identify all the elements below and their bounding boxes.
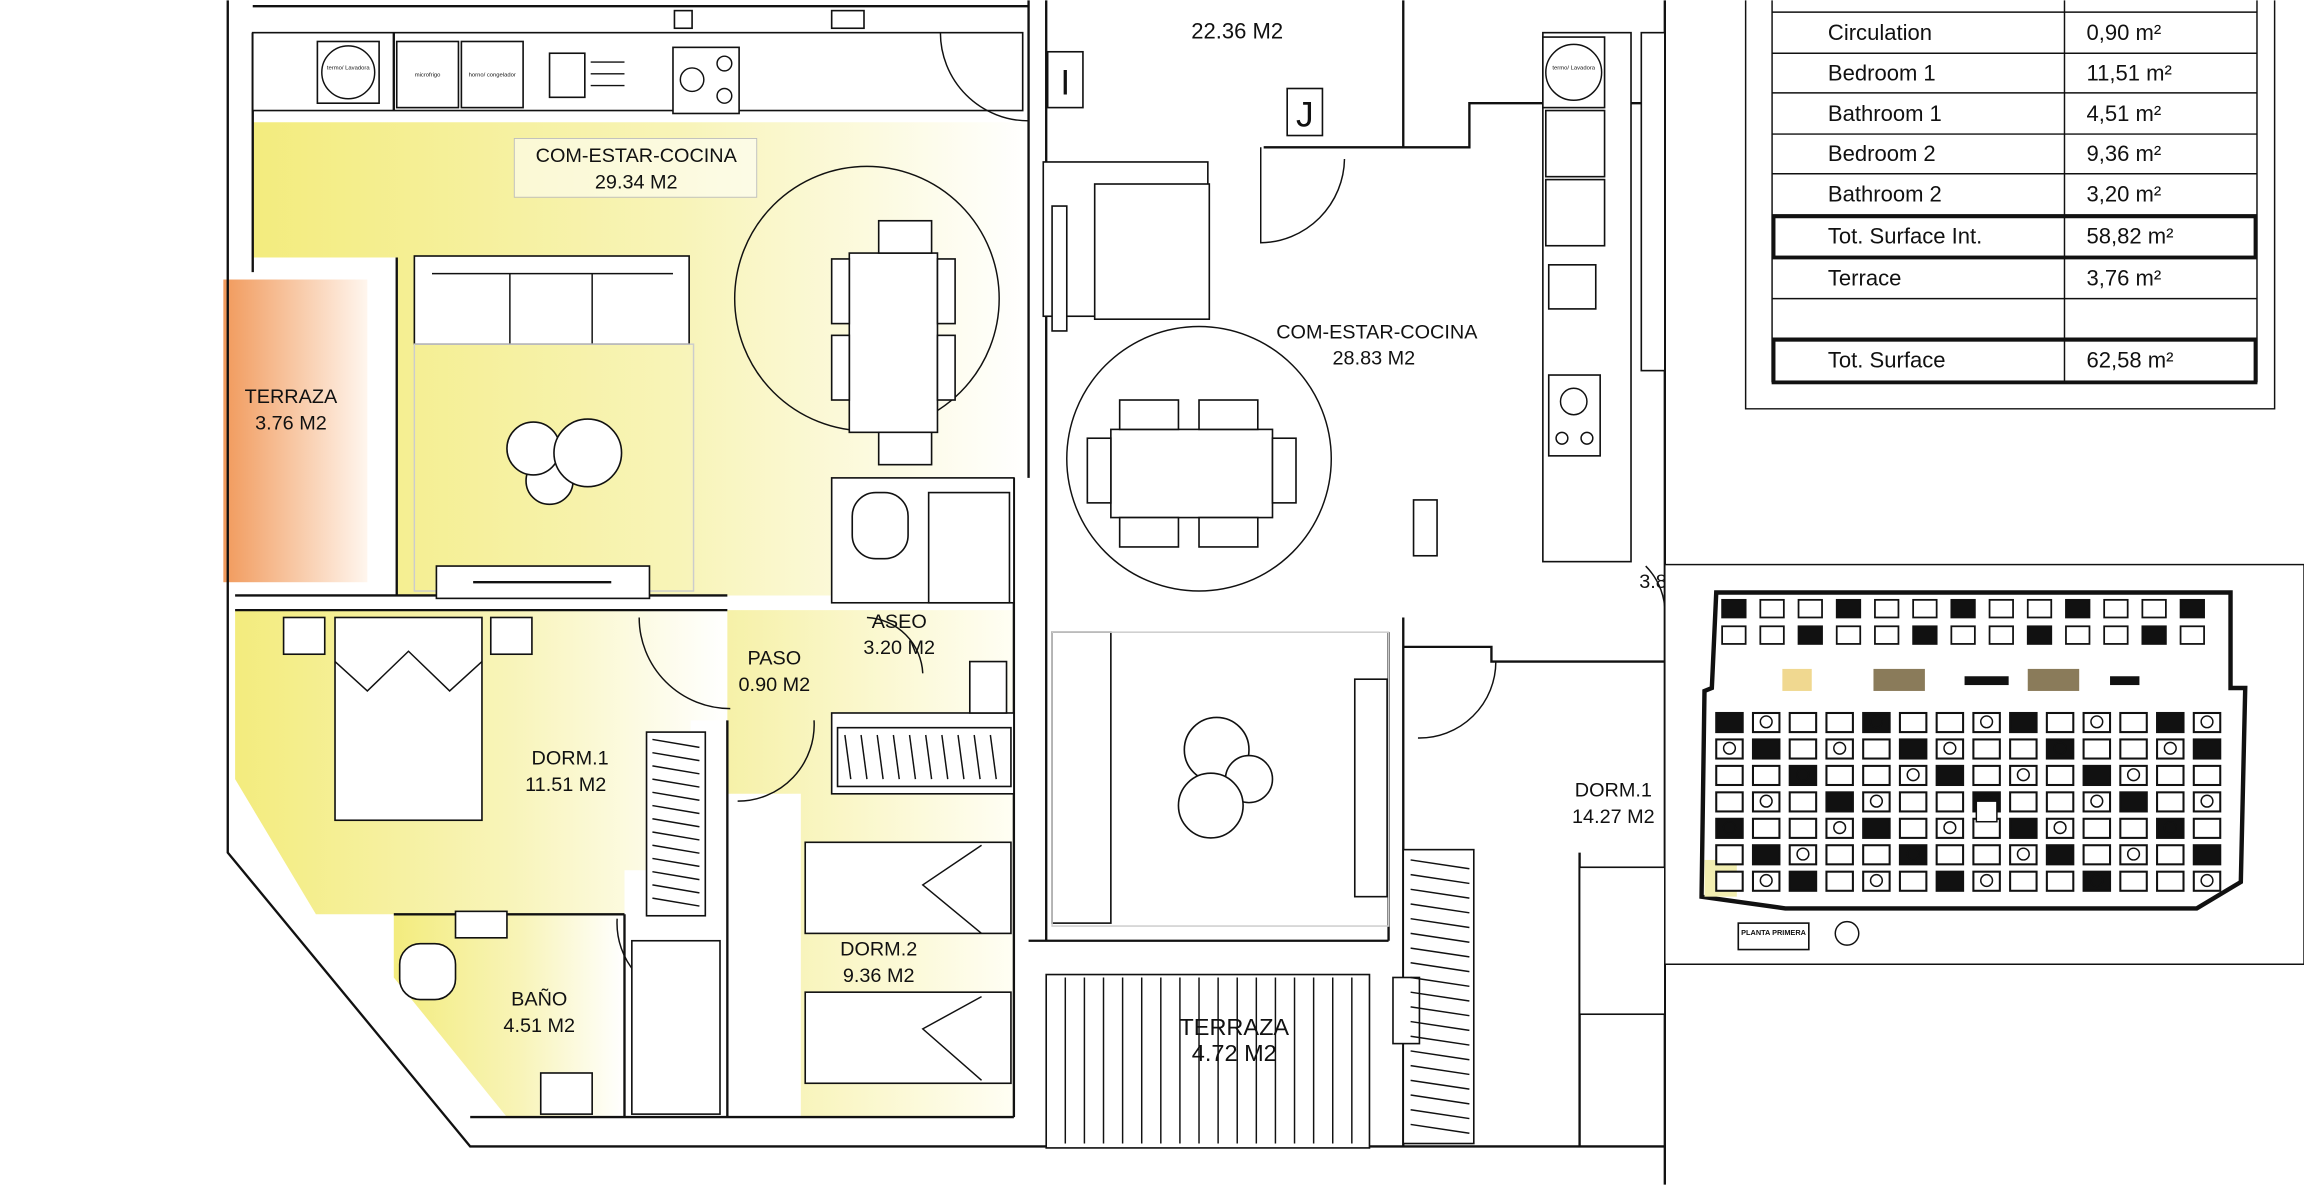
room-name: TERRAZA (245, 386, 338, 408)
row-value: 0,90 m² (2087, 20, 2162, 45)
table-row: Tot. Surface Int. 58,82 m² (1771, 214, 2258, 260)
room-name: PASO (748, 648, 802, 670)
room-area: 11.51 M2 (525, 774, 606, 796)
room-area: 3.76 M2 (255, 412, 327, 434)
room-area: 3.8 (1639, 571, 1667, 593)
room-area: 29.34 M2 (595, 171, 678, 193)
row-value: 4,51 m² (2087, 101, 2162, 126)
room-area: 9.36 M2 (843, 965, 915, 987)
key-plan: PLANTA PRIMERA (1664, 563, 2304, 965)
room-area: 28.83 M2 (1333, 348, 1416, 370)
row-label: Terrace (1828, 265, 1901, 290)
table-row: Terrace 3,76 m² (1772, 265, 2257, 300)
room-name: BAÑO (511, 986, 567, 1010)
furniture-right (652, 161, 1475, 1149)
key-plan-title: PLANTA PRIMERA (1741, 928, 1806, 937)
room-name: COM-ESTAR-COCINA (536, 145, 738, 167)
terrace-zone-fill (223, 279, 368, 583)
kitchen-right: termo/ Lavadora (1542, 36, 1606, 457)
table-row: Bathroom 1 4,51 m² (1772, 101, 2257, 135)
row-value: 11,51 m² (2087, 60, 2172, 85)
room-name: TERRAZA (1179, 1014, 1289, 1040)
room-name: DORM.2 (840, 938, 917, 960)
room-area: 4.72 M2 (1192, 1040, 1277, 1066)
room-labels: COM-ESTAR-COCINA 29.34 M2 TERRAZA 3.76 M… (245, 19, 1667, 1067)
row-label: Tot. Surface (1828, 348, 1946, 373)
row-label: Bathroom 1 (1828, 101, 1942, 126)
row-value: 58,82 m² (2087, 224, 2174, 249)
appliance-label: horno/ congelador (469, 73, 516, 79)
row-label: Bedroom 1 (1828, 60, 1936, 85)
row-value: 3,76 m² (2087, 265, 2162, 290)
walls (226, 0, 1666, 1185)
marker-j: J (1296, 96, 1314, 135)
row-value: 62,58 m² (2087, 348, 2174, 373)
room-area: 4.51 M2 (503, 1015, 575, 1037)
table-row: Circulation 0,90 m² (1772, 20, 2257, 54)
appliance-label: termo/ Lavadora (327, 65, 370, 71)
row-label: Circulation (1828, 20, 1932, 45)
surface-table: Circulation 0,90 m² Bedroom 1 11,51 m² Bathr… (1666, 0, 2304, 565)
table-row: Tot. Surface 62,58 m² (1771, 337, 2258, 385)
appliance-label: termo/ Lavadora (1552, 65, 1595, 71)
room-area: 3.20 M2 (863, 637, 935, 659)
kitchen-left: termo/ Lavadora microfrigo horno/ congel… (316, 9, 865, 115)
markers: I J (1046, 50, 1324, 137)
room-name: DORM.1 (532, 747, 609, 769)
room-name: ASEO (872, 611, 927, 633)
row-label: Bathroom 2 (1828, 182, 1942, 207)
room-area: 0.90 M2 (739, 674, 811, 696)
appliance-label: microfrigo (415, 73, 441, 79)
furniture-left (282, 165, 1012, 1115)
table-row: Bedroom 1 11,51 m² (1772, 60, 2257, 94)
room-area: 22.36 M2 (1191, 19, 1283, 44)
marker-i: I (1060, 63, 1070, 102)
row-label: Tot. Surface Int. (1828, 224, 1982, 249)
row-label: Bedroom 2 (1828, 141, 1936, 166)
room-name: COM-ESTAR-COCINA (1276, 321, 1478, 343)
table-row: Bedroom 2 9,36 m² (1772, 141, 2257, 175)
room-name: DORM.1 (1575, 780, 1652, 802)
row-value: 3,20 m² (2087, 182, 2162, 207)
row-value: 9,36 m² (2087, 141, 2162, 166)
room-area: 14.27 M2 (1572, 806, 1655, 828)
